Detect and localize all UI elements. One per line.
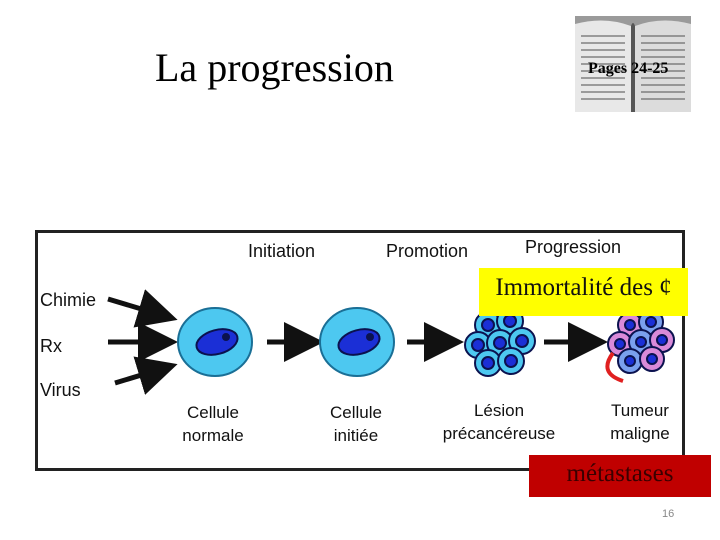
label-tumor-line2: maligne [610,424,670,443]
agent-chimie: Chimie [40,290,96,310]
label-lesion-line1: Lésion [474,401,524,420]
metastases-callout-text: métastases [566,460,674,487]
slide-title: La progression [155,45,394,90]
agent-arrows [107,289,178,395]
stage-promotion: Promotion [386,241,468,261]
cancer-progression-diagram: Initiation Promotion Progression Chimie … [35,230,685,471]
stage-progression: Progression [525,237,621,257]
precancerous-lesion [464,307,536,377]
pages-label: Pages 24-25 [588,60,669,77]
immortality-callout-text: Immortalité des ¢ [495,274,672,301]
label-initiated-cell-line2: initiée [334,426,378,445]
page-number: 16 [662,508,675,520]
label-lesion-line2: précancéreuse [443,424,555,443]
label-normal-cell-line2: normale [182,426,243,445]
malignant-tumor [605,297,675,383]
agent-virus: Virus [40,380,81,400]
immortality-callout-box [479,268,688,316]
label-initiated-cell-line1: Cellule [330,403,382,422]
label-tumor-line1: Tumeur [611,401,669,420]
initiated-cell [319,307,395,377]
stage-initiation: Initiation [248,241,315,261]
metastases-callout-box [529,455,711,497]
normal-cell [177,307,253,377]
label-normal-cell-line1: Cellule [187,403,239,422]
book-pages-image [575,16,691,112]
agent-rx: Rx [40,336,62,356]
